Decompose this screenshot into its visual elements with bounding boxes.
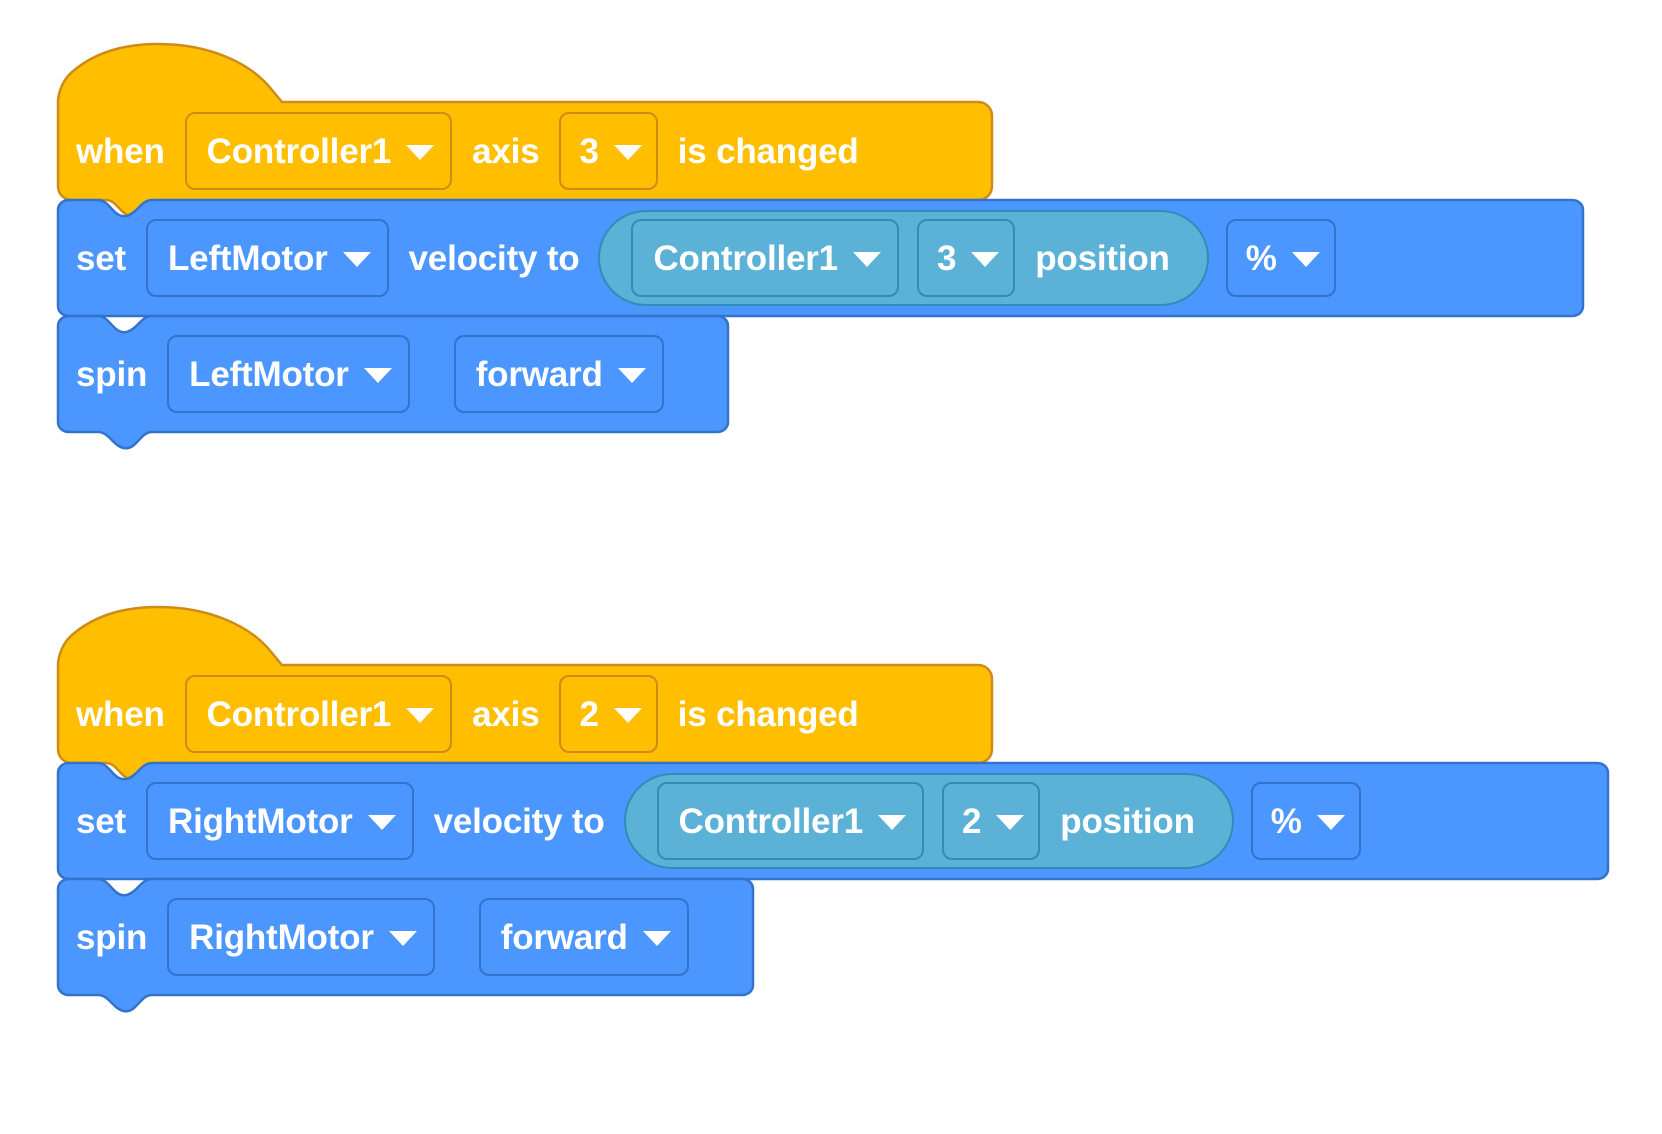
- controller-axis-position-reporter[interactable]: Controller1 2 position: [623, 773, 1234, 869]
- velocity-unit-dropdown-value: %: [1270, 801, 1302, 841]
- position-label: position: [1060, 801, 1195, 841]
- spin-motor-dropdown[interactable]: LeftMotor: [167, 335, 410, 413]
- chevron-down-icon: [642, 931, 671, 946]
- chevron-down-icon: [852, 252, 881, 267]
- chevron-down-icon: [342, 252, 371, 267]
- chevron-down-icon: [613, 708, 642, 723]
- axis-dropdown[interactable]: 2: [559, 675, 658, 753]
- controller-axis-position-reporter[interactable]: Controller1 3 position: [598, 210, 1209, 306]
- chevron-down-icon: [1316, 815, 1345, 830]
- velocity-unit-dropdown[interactable]: %: [1225, 219, 1336, 297]
- spin-direction-dropdown[interactable]: forward: [453, 335, 664, 413]
- motor-dropdown[interactable]: LeftMotor: [146, 219, 389, 297]
- when-controller-axis-changed-block[interactable]: when Controller1 axis 3 is changed: [56, 42, 994, 218]
- spin-motor-dropdown-value: LeftMotor: [189, 354, 349, 394]
- when-controller-axis-changed-block[interactable]: when Controller1 axis 2 is changed: [56, 605, 994, 781]
- chevron-down-icon: [971, 252, 1000, 267]
- spin-direction-dropdown[interactable]: forward: [478, 898, 689, 976]
- motor-dropdown-value: RightMotor: [168, 801, 353, 841]
- controller-dropdown[interactable]: Controller1: [184, 112, 453, 190]
- axis-dropdown[interactable]: 3: [559, 112, 658, 190]
- axis-dropdown-value: 3: [579, 131, 599, 171]
- chevron-down-icon: [617, 368, 646, 383]
- chevron-down-icon: [406, 708, 435, 723]
- chevron-down-icon: [613, 145, 642, 160]
- spin-direction-dropdown-value: forward: [500, 917, 628, 957]
- axis-dropdown-value: 2: [579, 694, 599, 734]
- chevron-down-icon: [363, 368, 392, 383]
- controller-dropdown-value: Controller1: [206, 694, 392, 734]
- controller-dropdown[interactable]: Controller1: [184, 675, 453, 753]
- chevron-down-icon: [1291, 252, 1320, 267]
- chevron-down-icon: [878, 815, 907, 830]
- reporter-controller-dropdown-value: Controller1: [678, 801, 864, 841]
- spin-direction-dropdown-value: forward: [475, 354, 603, 394]
- reporter-axis-dropdown[interactable]: 2: [942, 782, 1041, 860]
- set-motor-velocity-block[interactable]: set LeftMotor velocity to Controller1 3: [56, 198, 1585, 318]
- reporter-axis-dropdown-value: 2: [962, 801, 982, 841]
- chevron-down-icon: [388, 931, 417, 946]
- velocity-unit-dropdown-value: %: [1245, 238, 1277, 278]
- motor-dropdown[interactable]: RightMotor: [146, 782, 414, 860]
- reporter-axis-dropdown[interactable]: 3: [916, 219, 1016, 297]
- reporter-controller-dropdown-value: Controller1: [653, 238, 838, 278]
- reporter-controller-dropdown[interactable]: Controller1: [656, 782, 925, 860]
- spin-motor-block[interactable]: spin LeftMotor forward: [56, 314, 730, 450]
- controller-dropdown-value: Controller1: [206, 131, 392, 171]
- spin-motor-block[interactable]: spin RightMotor forward: [56, 877, 755, 1013]
- position-label: position: [1035, 238, 1170, 278]
- set-motor-velocity-block[interactable]: set RightMotor velocity to Controller1 2: [56, 761, 1610, 881]
- reporter-axis-dropdown-value: 3: [936, 238, 957, 278]
- chevron-down-icon: [406, 145, 435, 160]
- spin-motor-dropdown[interactable]: RightMotor: [167, 898, 435, 976]
- chevron-down-icon: [996, 815, 1025, 830]
- reporter-controller-dropdown[interactable]: Controller1: [631, 219, 899, 297]
- motor-dropdown-value: LeftMotor: [168, 238, 328, 278]
- spin-motor-dropdown-value: RightMotor: [189, 917, 374, 957]
- chevron-down-icon: [367, 815, 396, 830]
- velocity-unit-dropdown[interactable]: %: [1250, 782, 1361, 860]
